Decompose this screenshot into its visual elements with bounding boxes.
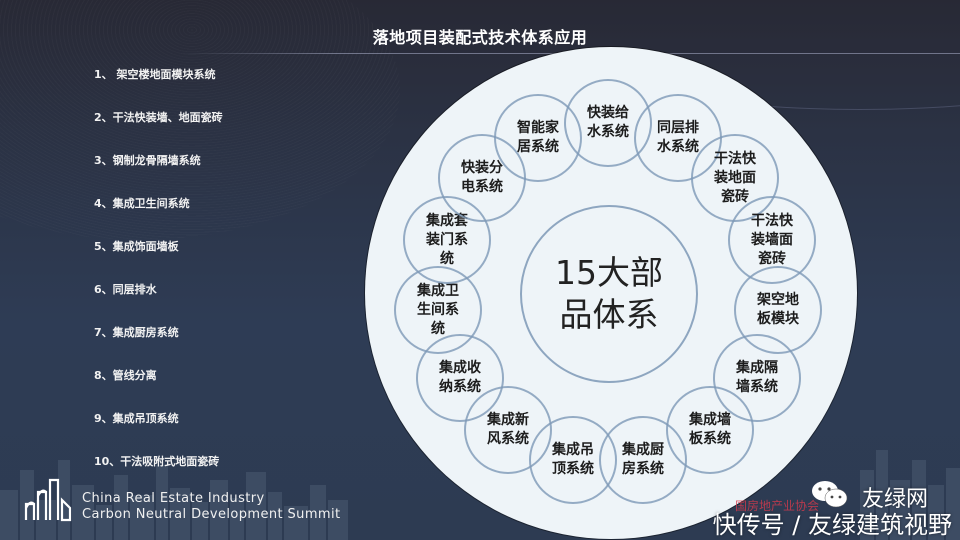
diagram-node-label: 集成收纳系统 xyxy=(434,359,486,397)
node-label-line: 干法快 xyxy=(714,150,756,167)
node-label-line: 集成隔 xyxy=(736,360,778,376)
node-label-line: 快装分 xyxy=(461,160,503,176)
node-label-line: 房系统 xyxy=(622,461,664,477)
list-item: 4、集成卫生间系统 xyxy=(94,197,190,210)
slide-title: 落地项目装配式技术体系应用 xyxy=(372,28,588,47)
list-item: 10、干法吸附式地面瓷砖 xyxy=(94,455,220,468)
node-label-line: 水系统 xyxy=(657,139,699,155)
association-watermark: 国房地产业协会 xyxy=(735,499,820,513)
list-item: 2、干法快装墙、地面瓷砖 xyxy=(94,111,223,124)
diagram-node: 智能家居系统 xyxy=(494,94,582,182)
diagram-node: 集成新风系统 xyxy=(464,386,552,474)
center-label-line: 15大部 xyxy=(555,253,663,292)
diagram-node-label: 集成吊顶系统 xyxy=(547,441,599,479)
node-label-line: 架空地 xyxy=(757,292,799,308)
node-label-line: 电系统 xyxy=(461,179,503,195)
node-label-line: 居系统 xyxy=(517,139,559,155)
wechat-brand-label: 友绿网 xyxy=(862,487,929,512)
node-label-line: 集成收 xyxy=(439,360,481,376)
diagram-node-label: 架空地板模块 xyxy=(752,291,804,329)
node-label-line: 水系统 xyxy=(587,124,629,140)
diagram-node-label: 干法快装墙面瓷砖 xyxy=(746,212,798,269)
source-watermark: 快传号 / 友绿建筑视野 xyxy=(712,511,952,539)
diagram-node-label: 快装分电系统 xyxy=(456,159,508,197)
node-label-line: 统 xyxy=(431,320,445,337)
list-item: 5、集成饰面墙板 xyxy=(94,240,179,253)
node-label-line: 瓷砖 xyxy=(721,188,749,205)
node-label-line: 集成卫 xyxy=(417,282,459,299)
node-label-line: 快装给 xyxy=(587,105,629,121)
list-item: 6、同层排水 xyxy=(94,283,157,296)
diagram-center-circle: 15大部 品体系 xyxy=(520,205,698,383)
wechat-icon xyxy=(812,481,848,508)
list-item: 1、 架空楼地面模块系统 xyxy=(94,68,216,81)
list-item: 3、钢制龙骨隔墙系统 xyxy=(94,154,201,167)
node-label-line: 干法快 xyxy=(751,212,793,229)
node-label-line: 智能家 xyxy=(517,120,559,136)
node-label-line: 纳系统 xyxy=(439,379,481,395)
diagram-node: 干法快装地面瓷砖 xyxy=(691,134,779,222)
node-label-line: 板系统 xyxy=(689,431,731,447)
diagram-node-label: 集成墙板系统 xyxy=(684,411,736,449)
summit-name-line1: China Real Estate Industry xyxy=(82,491,265,506)
diagram-node-label: 集成新风系统 xyxy=(482,411,534,449)
node-label-line: 集成新 xyxy=(487,412,529,428)
node-label-line: 风系统 xyxy=(487,431,529,447)
diagram-node-label: 集成卫生间系统 xyxy=(412,282,464,339)
node-label-line: 装门系 xyxy=(426,231,468,248)
summit-name: China Real Estate Industry Carbon Neutra… xyxy=(82,491,340,523)
diagram-node-label: 干法快装地面瓷砖 xyxy=(709,150,761,207)
node-label-line: 板模块 xyxy=(757,311,799,327)
summit-name-line2: Carbon Neutral Development Summit xyxy=(82,507,341,522)
node-label-line: 装地面 xyxy=(714,169,756,186)
node-label-line: 生间系 xyxy=(417,301,459,318)
node-label-line: 顶系统 xyxy=(552,461,594,477)
node-label-line: 装墙面 xyxy=(751,231,793,248)
node-label-line: 统 xyxy=(440,250,454,267)
node-label-line: 集成墙 xyxy=(689,412,731,428)
node-label-line: 墙系统 xyxy=(736,379,778,395)
node-label-line: 集成厨 xyxy=(622,442,664,458)
center-label-line: 品体系 xyxy=(559,295,659,334)
diagram-node-label: 集成套装门系统 xyxy=(421,212,473,269)
diagram-center-label: 15大部 品体系 xyxy=(544,252,674,336)
diagram-node: 集成隔墙系统 xyxy=(713,334,801,422)
summit-logo-icon xyxy=(24,478,72,522)
diagram-node: 集成卫生间系统 xyxy=(394,266,482,354)
node-label-line: 集成套 xyxy=(426,212,468,229)
node-label-line: 瓷砖 xyxy=(758,250,786,267)
diagram-node-label: 快装给水系统 xyxy=(582,104,634,142)
list-item: 8、管线分离 xyxy=(94,369,157,382)
list-item: 9、集成吊顶系统 xyxy=(94,412,179,425)
diagram-node: 集成吊顶系统 xyxy=(529,416,617,504)
node-label-line: 同层排 xyxy=(657,120,699,136)
node-label-line: 集成吊 xyxy=(552,442,594,458)
diagram-node-label: 集成厨房系统 xyxy=(617,441,669,479)
diagram-node: 集成套装门系统 xyxy=(403,196,491,284)
diagram-node-label: 集成隔墙系统 xyxy=(731,359,783,397)
diagram-node-label: 同层排水系统 xyxy=(652,119,704,157)
list-item: 7、集成厨房系统 xyxy=(94,326,179,339)
diagram-node-label: 智能家居系统 xyxy=(512,119,564,157)
